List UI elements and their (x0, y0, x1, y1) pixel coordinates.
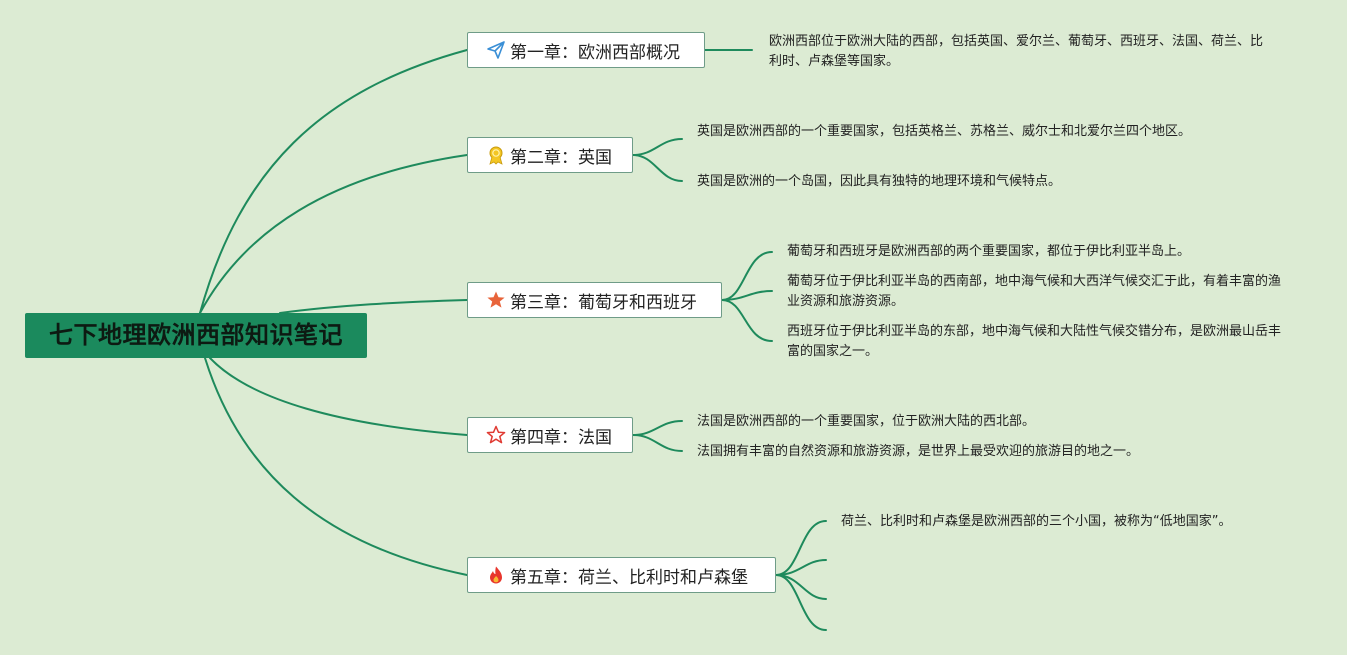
note-ch4-1: 法国是欧洲西部的一个重要国家，位于欧洲大陆的西北部。 (697, 414, 1036, 429)
connector-root-ch5 (204, 357, 468, 576)
connector-root-ch1 (199, 49, 468, 314)
connector-ch5-branch3 (775, 574, 827, 600)
chapter-label: 第三章：葡萄牙和西班牙 (510, 292, 697, 313)
star-filled-icon (486, 290, 506, 310)
connector-root-ch4 (209, 357, 468, 436)
note-ch2-2: 英国是欧洲的一个岛国，因此具有独特的地理环境和气候特点。 (697, 174, 1062, 189)
chapter-node-4[interactable]: 第四章：法国 (467, 417, 633, 453)
connector-ch3-note3 (721, 299, 773, 342)
connector-root-ch2 (199, 154, 468, 314)
root-node-title[interactable]: 七下地理欧洲西部知识笔记 (25, 313, 367, 358)
chapter-node-5[interactable]: 第五章：荷兰、比利时和卢森堡 (467, 557, 776, 593)
paper-plane-icon (486, 40, 506, 60)
connector-ch5-branch4 (775, 574, 827, 631)
connector-ch2-note1 (632, 138, 683, 156)
chapter-node-3[interactable]: 第三章：葡萄牙和西班牙 (467, 282, 722, 318)
connector-ch5-note1 (775, 520, 827, 576)
chapter-node-2[interactable]: 第二章：英国 (467, 137, 633, 173)
chapter-label: 第一章：欧洲西部概况 (510, 42, 680, 63)
connector-ch2-note2 (632, 154, 683, 182)
note-ch3-2: 葡萄牙位于伊比利亚半岛的西南部，地中海气候和大西洋气候交汇于此，有着丰富的渔业资… (787, 274, 1282, 309)
chapter-node-1[interactable]: 第一章：欧洲西部概况 (467, 32, 705, 68)
connector-ch4-note2 (632, 434, 683, 452)
note-ch5-1: 荷兰、比利时和卢森堡是欧洲西部的三个小国，被称为“低地国家”。 (841, 514, 1232, 529)
note-ch3-1: 葡萄牙和西班牙是欧洲西部的两个重要国家，都位于伊比利亚半岛上。 (787, 244, 1191, 259)
connector-ch3-note2 (721, 290, 773, 301)
chapter-label: 第四章：法国 (510, 427, 612, 448)
note-ch1-1: 欧洲西部位于欧洲大陆的西部，包括英国、爱尔兰、葡萄牙、西班牙、法国、荷兰、比利时… (769, 34, 1264, 69)
chapter-label: 第二章：英国 (510, 147, 612, 168)
connector-ch3-note1 (721, 251, 773, 301)
fire-icon (486, 565, 506, 585)
connector-root-ch3 (279, 299, 468, 314)
note-ch2-1: 英国是欧洲西部的一个重要国家，包括英格兰、苏格兰、威尔士和北爱尔兰四个地区。 (697, 124, 1192, 139)
medal-icon (486, 145, 506, 165)
connector-ch4-note1 (632, 420, 683, 436)
note-ch4-2: 法国拥有丰富的自然资源和旅游资源，是世界上最受欢迎的旅游目的地之一。 (697, 444, 1140, 459)
star-outline-icon (486, 425, 506, 445)
chapter-label: 第五章：荷兰、比利时和卢森堡 (510, 567, 748, 588)
note-ch3-3: 西班牙位于伊比利亚半岛的东部，地中海气候和大陆性气候交错分布，是欧洲最山岳丰富的… (787, 324, 1282, 359)
